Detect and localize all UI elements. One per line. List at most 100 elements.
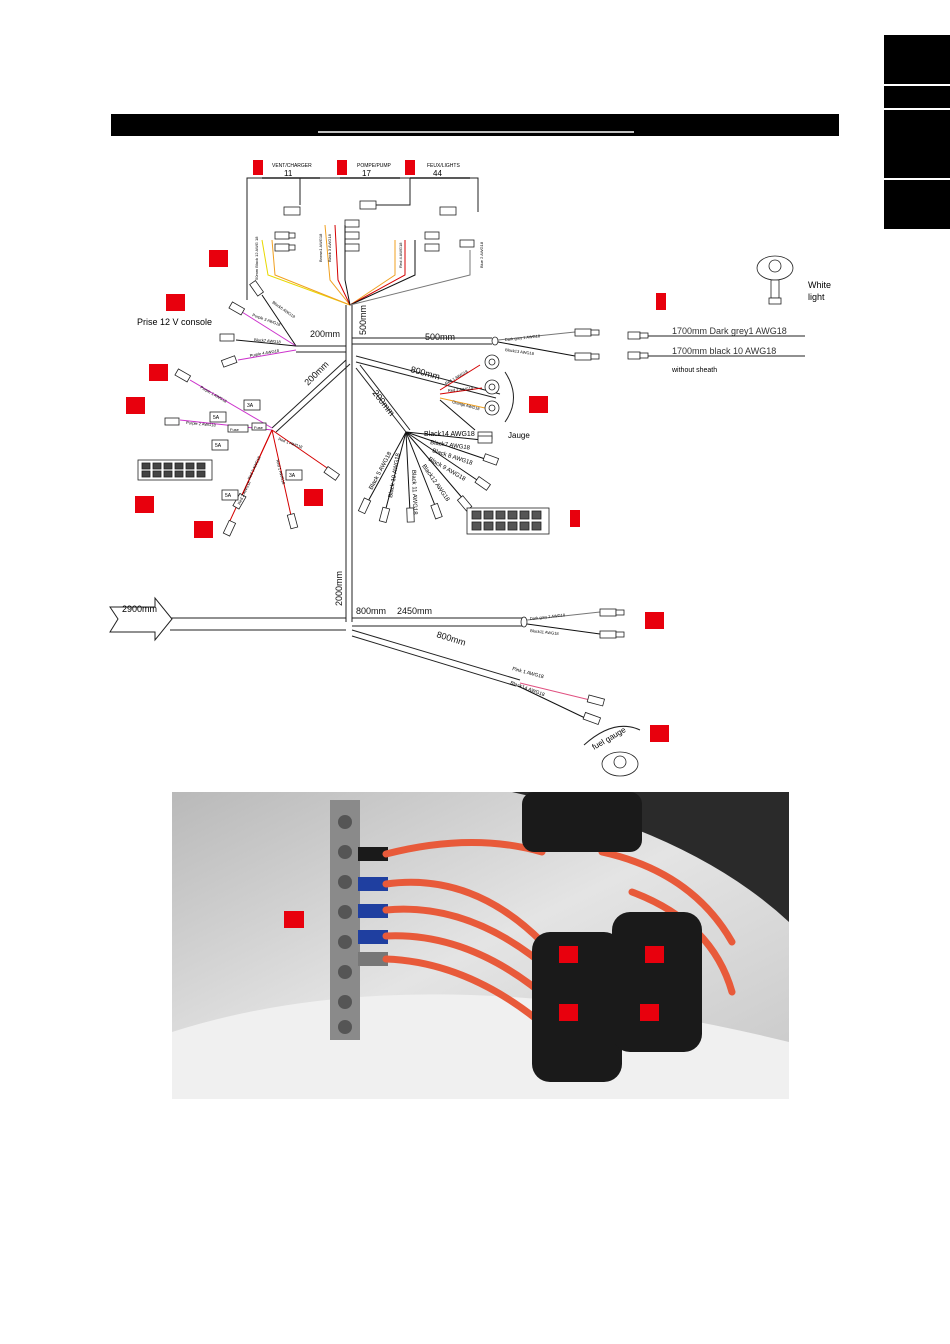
detail-note: without sheath xyxy=(671,367,717,374)
mid-left-length: 200mm xyxy=(302,359,330,387)
fuse-label: 5A xyxy=(213,415,220,421)
wire-label: Red 1 AWG18 xyxy=(275,459,287,486)
wire-label: Red 2 AWG18 xyxy=(448,386,475,393)
wire-label: Black7 AWG18 xyxy=(430,440,471,452)
wire-label: Black14 AWG18 xyxy=(509,680,545,698)
wire-label: Red 2 AWG18 xyxy=(236,480,252,506)
wire-label: Purple 2 AWG18 xyxy=(186,420,217,428)
fuse-block-icon xyxy=(137,459,213,481)
fuel-gauge-icon xyxy=(601,751,639,777)
marker xyxy=(194,521,213,538)
side-tab-block xyxy=(884,110,950,178)
wire-label: Black14 AWG18 xyxy=(424,431,475,438)
detail-2: 1700mm black 10 AWG18 xyxy=(672,346,776,356)
gauge-length: 800mm xyxy=(409,364,441,381)
photo-busbar xyxy=(172,792,789,1099)
marker xyxy=(405,160,415,175)
wire-label: 50mm Black 12 AWG 18 xyxy=(254,236,259,280)
marker xyxy=(656,293,666,310)
main-trunk xyxy=(170,305,522,687)
left-length: 200mm xyxy=(310,329,340,339)
marker xyxy=(253,160,263,175)
top-number-vent: 11 xyxy=(284,169,293,178)
wire-label: Red 1 AWG18 xyxy=(444,368,469,385)
trunk-right-end: Dark grey 2 AWG18 Black11 AWG18 xyxy=(520,608,625,639)
fuse-label: 3A xyxy=(247,403,254,409)
fuse-label: 5A xyxy=(225,493,232,499)
fuel-length: 800mm xyxy=(435,629,467,647)
top-number-lights: 44 xyxy=(433,169,442,178)
fuse-label: Fuse xyxy=(230,427,240,432)
marker xyxy=(559,946,578,963)
wire-label: Brown1 AWG18 xyxy=(318,233,323,262)
marker xyxy=(135,496,154,513)
wire-label: Black11 AWG18 xyxy=(530,628,560,636)
top-label-lights: FEUX/LIGHTS xyxy=(427,163,460,169)
prise-branch: Prise 12 V console Black6 AWG18 Purple 3… xyxy=(137,279,297,368)
fuel-branch: Pink 1 AWG18 Black14 AWG18 fuel gauge xyxy=(509,666,641,777)
wire-label: Black 3 AWG18 xyxy=(327,233,332,262)
marker xyxy=(209,250,228,267)
wire-label: Purple 4 AWG18 xyxy=(249,348,280,358)
top-label-pump: POMPE/PUMP xyxy=(357,163,392,169)
right-branch: Dark grey 1 AWG18 Black13 AWG18 1700mm D… xyxy=(491,255,831,374)
marker xyxy=(645,946,664,963)
wire-label: Red 3 AWG18 xyxy=(246,455,262,481)
switch-branch: Black14 AWG18 Black7 AWG18 Black 8 AWG18… xyxy=(357,431,550,535)
photo-drawing xyxy=(172,792,789,1099)
markers xyxy=(126,250,669,742)
side-tab-block xyxy=(884,35,950,84)
side-tab-block xyxy=(884,86,950,108)
arrow-length-label: 2900mm xyxy=(122,604,157,614)
marker xyxy=(645,612,664,629)
wire-label: Blue 2 AWG18 xyxy=(479,241,484,268)
white-light-icon xyxy=(756,255,794,305)
header-bar xyxy=(111,114,839,136)
wire-label: Red 1 AWG18 xyxy=(278,436,304,450)
seg2-length: 2450mm xyxy=(397,606,432,616)
marker xyxy=(570,510,580,527)
marker xyxy=(650,725,669,742)
marker xyxy=(337,160,347,175)
marker xyxy=(126,397,145,414)
length-labels: 200mm 500mm 500mm 200mm 800mm 200mm 2000… xyxy=(302,305,467,648)
wire-label: Dark grey 2 AWG18 xyxy=(530,612,567,621)
wire-label: Pink 1 AWG18 xyxy=(511,666,544,680)
marker xyxy=(640,1004,659,1021)
wire-label: Black6 AWG18 xyxy=(271,300,296,320)
top-number-pump: 17 xyxy=(362,169,371,178)
wire-label: Purple 3 AWG18 xyxy=(252,312,282,327)
wire-label: Purple 1 AWG18 xyxy=(200,385,229,405)
marker xyxy=(166,294,185,311)
wire-label: Orange AWG18 xyxy=(452,399,481,411)
marker xyxy=(149,364,168,381)
top-branch: VENT/CHARGER POMPE/PUMP FEUX/LIGHTS 11 1… xyxy=(246,160,484,306)
fuse-label: 5A xyxy=(215,443,222,449)
seg1-length: 800mm xyxy=(356,606,386,616)
marker xyxy=(304,489,323,506)
input-arrow: 2900mm xyxy=(109,596,173,642)
switch-block-icon xyxy=(466,507,550,535)
detail-1: 1700mm Dark grey1 AWG18 xyxy=(672,326,787,336)
gauge-label: Jauge xyxy=(508,431,530,440)
right-length: 500mm xyxy=(425,332,455,342)
gauge-branch: Red 1 AWG18 Red 2 AWG18 Orange AWG18 Jau… xyxy=(439,354,530,440)
wire-label: Black 11 AWG18 xyxy=(410,470,418,516)
wire-label: Red 4 AWG18 xyxy=(398,242,403,268)
white-light-1: White xyxy=(808,280,831,290)
fuse-label: Fuse xyxy=(254,425,264,430)
trunk-vertical-length: 2000mm xyxy=(334,571,344,606)
fuse-label: 3A xyxy=(289,473,296,479)
side-tab-block xyxy=(884,180,950,229)
wire-label: Black13 AWG18 xyxy=(505,347,535,356)
switch-length: 200mm xyxy=(370,388,396,418)
marker xyxy=(284,911,304,928)
wire-label: Dark grey 1 AWG18 xyxy=(505,333,542,342)
wire-label: Black7 AWG18 xyxy=(254,337,282,344)
marker xyxy=(559,1004,578,1021)
prise-label: Prise 12 V console xyxy=(137,317,212,327)
vertical-length: 500mm xyxy=(358,305,368,335)
top-label-vent: VENT/CHARGER xyxy=(272,163,312,169)
white-light-2: light xyxy=(808,292,825,302)
